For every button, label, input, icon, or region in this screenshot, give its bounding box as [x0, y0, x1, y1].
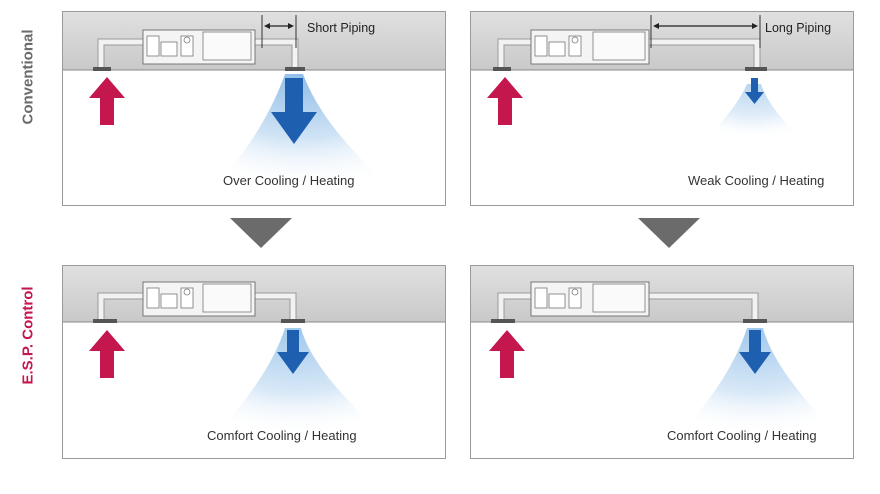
airflow-cone: [707, 84, 801, 140]
scene-esp-long: [471, 266, 853, 436]
indoor-unit: [142, 29, 256, 65]
supply-grille: [745, 67, 767, 71]
inlet-arrow-icon: [89, 77, 125, 125]
indoor-unit: [530, 281, 650, 317]
scene-esp-short: [63, 266, 445, 436]
return-grille: [493, 67, 511, 71]
caption-comfort-cooling-left: Comfort Cooling / Heating: [207, 428, 357, 443]
return-grille: [93, 319, 117, 323]
transition-arrow-icon-right: [638, 218, 700, 248]
airflow-cone: [213, 328, 383, 436]
scene-conventional-short: [63, 12, 445, 190]
outlet-arrow-icon: [277, 330, 309, 374]
supply-grille: [281, 319, 305, 323]
panel-conventional-long-piping: Long Piping Weak Cooling / Heating: [470, 11, 854, 206]
panel-esp-short-piping: Comfort Cooling / Heating: [62, 265, 446, 459]
inlet-arrow-icon: [89, 330, 125, 378]
transition-arrow-icon-left: [230, 218, 292, 248]
outlet-arrow-icon: [739, 330, 771, 374]
airflow-cone: [677, 328, 837, 436]
indoor-unit: [142, 281, 256, 317]
airflow-cone: [213, 74, 393, 190]
caption-comfort-cooling-right: Comfort Cooling / Heating: [667, 428, 817, 443]
row-label-esp-control: E.S.P. Control: [19, 286, 37, 385]
inlet-arrow-icon: [487, 77, 523, 125]
caption-over-cooling: Over Cooling / Heating: [223, 173, 355, 188]
supply-grille: [743, 319, 767, 323]
return-grille: [93, 67, 111, 71]
return-grille: [491, 319, 515, 323]
outlet-arrow-icon: [271, 78, 317, 144]
panel-esp-long-piping: Comfort Cooling / Heating: [470, 265, 854, 459]
panel-conventional-short-piping: Short Piping Over Cooling / Heating: [62, 11, 446, 206]
scene-conventional-long: [471, 12, 853, 140]
outlet-arrow-icon: [745, 78, 764, 104]
inlet-arrow-icon: [489, 330, 525, 378]
indoor-unit: [530, 29, 650, 65]
row-label-conventional: Conventional: [19, 29, 37, 125]
long-piping-label: Long Piping: [765, 21, 832, 35]
short-piping-label: Short Piping: [307, 21, 376, 35]
caption-weak-cooling: Weak Cooling / Heating: [688, 173, 825, 188]
supply-grille: [285, 67, 305, 71]
